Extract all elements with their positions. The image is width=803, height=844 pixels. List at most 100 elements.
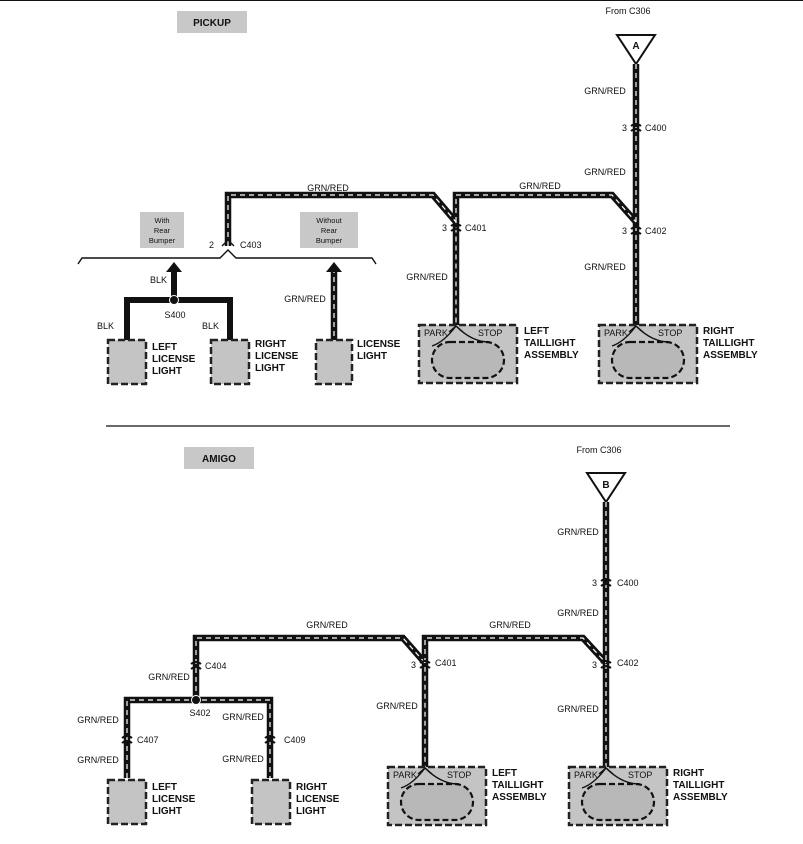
pickup-terminal-label: A	[632, 41, 639, 52]
amigo-left-taillight-line3: ASSEMBLY	[492, 792, 547, 803]
amigo-wire-label-c400: GRN/RED	[557, 608, 599, 618]
pickup-wire-label-c402: GRN/RED	[584, 262, 626, 272]
pickup-wire-label-a: GRN/RED	[584, 86, 626, 96]
pickup-left-stop-label: STOP	[478, 328, 502, 338]
amigo-c404-label: C404	[205, 661, 227, 671]
amigo-c400-pin: 3	[592, 578, 597, 588]
amigo-right-taillight-line1: RIGHT	[673, 768, 704, 779]
pickup-without-bumper-line3: Bumper	[316, 236, 343, 245]
pickup-c401-pin: 3	[442, 223, 447, 233]
amigo-c409-label: C409	[284, 735, 306, 745]
pickup-license-light	[314, 338, 354, 386]
amigo-right-license-light	[250, 778, 292, 826]
amigo-wire-label-c404: GRN/RED	[148, 672, 190, 682]
pickup-c400-label: C400	[645, 123, 667, 133]
pickup-blk-label-top: BLK	[150, 275, 167, 285]
pickup-c403-label: C403	[240, 240, 262, 250]
pickup-c400-pin: 3	[622, 123, 627, 133]
pickup-right-taillight-line3: ASSEMBLY	[703, 350, 758, 361]
pickup-right-license-line3: LIGHT	[255, 363, 285, 374]
amigo-right-license-line1: RIGHT	[296, 782, 327, 793]
pickup-without-bumper-line2: Rear	[321, 226, 338, 235]
pickup-with-bumper-line3: Bumper	[149, 236, 176, 245]
amigo-right-license-line3: LIGHT	[296, 806, 326, 817]
amigo-c401-label: C401	[435, 658, 457, 668]
pickup-right-stop-label: STOP	[658, 328, 682, 338]
pickup-arrow-with-bumper	[166, 262, 182, 272]
pickup-with-bumper-box	[140, 212, 184, 248]
pickup-section: PICKUP From C306 A S400 2 C403	[77, 6, 758, 386]
amigo-left-park-label: PARK	[393, 770, 417, 780]
amigo-right-taillight-lamp	[580, 782, 656, 822]
pickup-wire-label-c401: GRN/RED	[406, 272, 448, 282]
pickup-left-taillight-line2: TAILLIGHT	[524, 338, 575, 349]
amigo-wire-label-left-upper: GRN/RED	[77, 715, 119, 725]
amigo-c402-label: C402	[617, 658, 639, 668]
amigo-wire-label-c401: GRN/RED	[376, 701, 418, 711]
amigo-right-park-label: PARK	[574, 770, 598, 780]
amigo-splice-s402	[191, 695, 201, 705]
pickup-blk-label-right: BLK	[202, 321, 219, 331]
pickup-right-license-light	[209, 338, 251, 386]
pickup-without-bumper-box	[300, 212, 358, 248]
amigo-wire-label-left-top: GRN/RED	[306, 620, 348, 630]
pickup-left-taillight-lamp	[430, 340, 506, 380]
pickup-blk-label-left: BLK	[97, 321, 114, 331]
amigo-wire-label-right-upper: GRN/RED	[222, 712, 264, 722]
pickup-wire-label-c403: GRN/RED	[307, 183, 349, 193]
pickup-left-taillight-line3: ASSEMBLY	[524, 350, 579, 361]
amigo-right-stop-label: STOP	[628, 770, 652, 780]
amigo-section: AMIGO From C306 B S402 GRN/RED GRN/RED G…	[77, 445, 728, 827]
amigo-wire-label-c402: GRN/RED	[557, 704, 599, 714]
amigo-header-box	[184, 447, 254, 469]
pickup-left-license-line3: LIGHT	[152, 366, 182, 377]
amigo-header: AMIGO	[202, 454, 236, 465]
pickup-with-bumper-line2: Rear	[154, 226, 171, 235]
pickup-header-box	[177, 11, 247, 33]
pickup-without-bumper-line1: Without	[316, 216, 342, 225]
pickup-c401-label: C401	[465, 223, 487, 233]
amigo-wiring	[123, 502, 610, 778]
amigo-right-taillight-line3: ASSEMBLY	[673, 792, 728, 803]
pickup-wiring	[124, 64, 640, 340]
amigo-right-license-line2: LICENSE	[296, 794, 340, 805]
pickup-c403-connector	[221, 239, 235, 247]
pickup-splice-s400	[169, 295, 179, 305]
pickup-with-bumper-line1: With	[155, 216, 170, 225]
amigo-left-taillight-line1: LEFT	[492, 768, 517, 779]
pickup-left-license-line1: LEFT	[152, 342, 177, 353]
pickup-right-license-line1: RIGHT	[255, 339, 286, 350]
amigo-from-c306-label: From C306	[576, 445, 621, 455]
amigo-left-taillight-line2: TAILLIGHT	[492, 780, 543, 791]
pickup-right-taillight-line1: RIGHT	[703, 326, 734, 337]
amigo-c407-label: C407	[137, 735, 159, 745]
pickup-header: PICKUP	[193, 18, 231, 29]
pickup-wire-label-top: GRN/RED	[519, 181, 561, 191]
amigo-left-license-line1: LEFT	[152, 782, 177, 793]
pickup-wire-label-c400: GRN/RED	[584, 167, 626, 177]
amigo-terminal-label: B	[602, 480, 609, 491]
pickup-left-license-line2: LICENSE	[152, 354, 196, 365]
amigo-s402-label: S402	[189, 708, 210, 718]
pickup-wire-label-license: GRN/RED	[284, 294, 326, 304]
pickup-c402-pin: 3	[622, 226, 627, 236]
amigo-right-taillight-line2: TAILLIGHT	[673, 780, 724, 791]
pickup-right-taillight-lamp	[610, 340, 686, 380]
amigo-wire-label-b: GRN/RED	[557, 527, 599, 537]
amigo-left-license-light	[106, 778, 148, 826]
amigo-left-stop-label: STOP	[447, 770, 471, 780]
amigo-c401-pin: 3	[411, 660, 416, 670]
pickup-right-park-label: PARK	[604, 328, 628, 338]
pickup-c403-bracket	[77, 249, 377, 265]
amigo-left-taillight-lamp	[399, 782, 475, 822]
pickup-right-license-line2: LICENSE	[255, 351, 299, 362]
amigo-wire-label-right-lower: GRN/RED	[222, 754, 264, 764]
pickup-from-c306-label: From C306	[605, 6, 650, 16]
pickup-c403-pin: 2	[209, 240, 214, 250]
pickup-s400-label: S400	[164, 310, 185, 320]
amigo-c402-pin: 3	[592, 660, 597, 670]
pickup-left-license-light	[106, 338, 148, 386]
pickup-license-line1: LICENSE	[357, 339, 401, 350]
amigo-left-license-line2: LICENSE	[152, 794, 196, 805]
